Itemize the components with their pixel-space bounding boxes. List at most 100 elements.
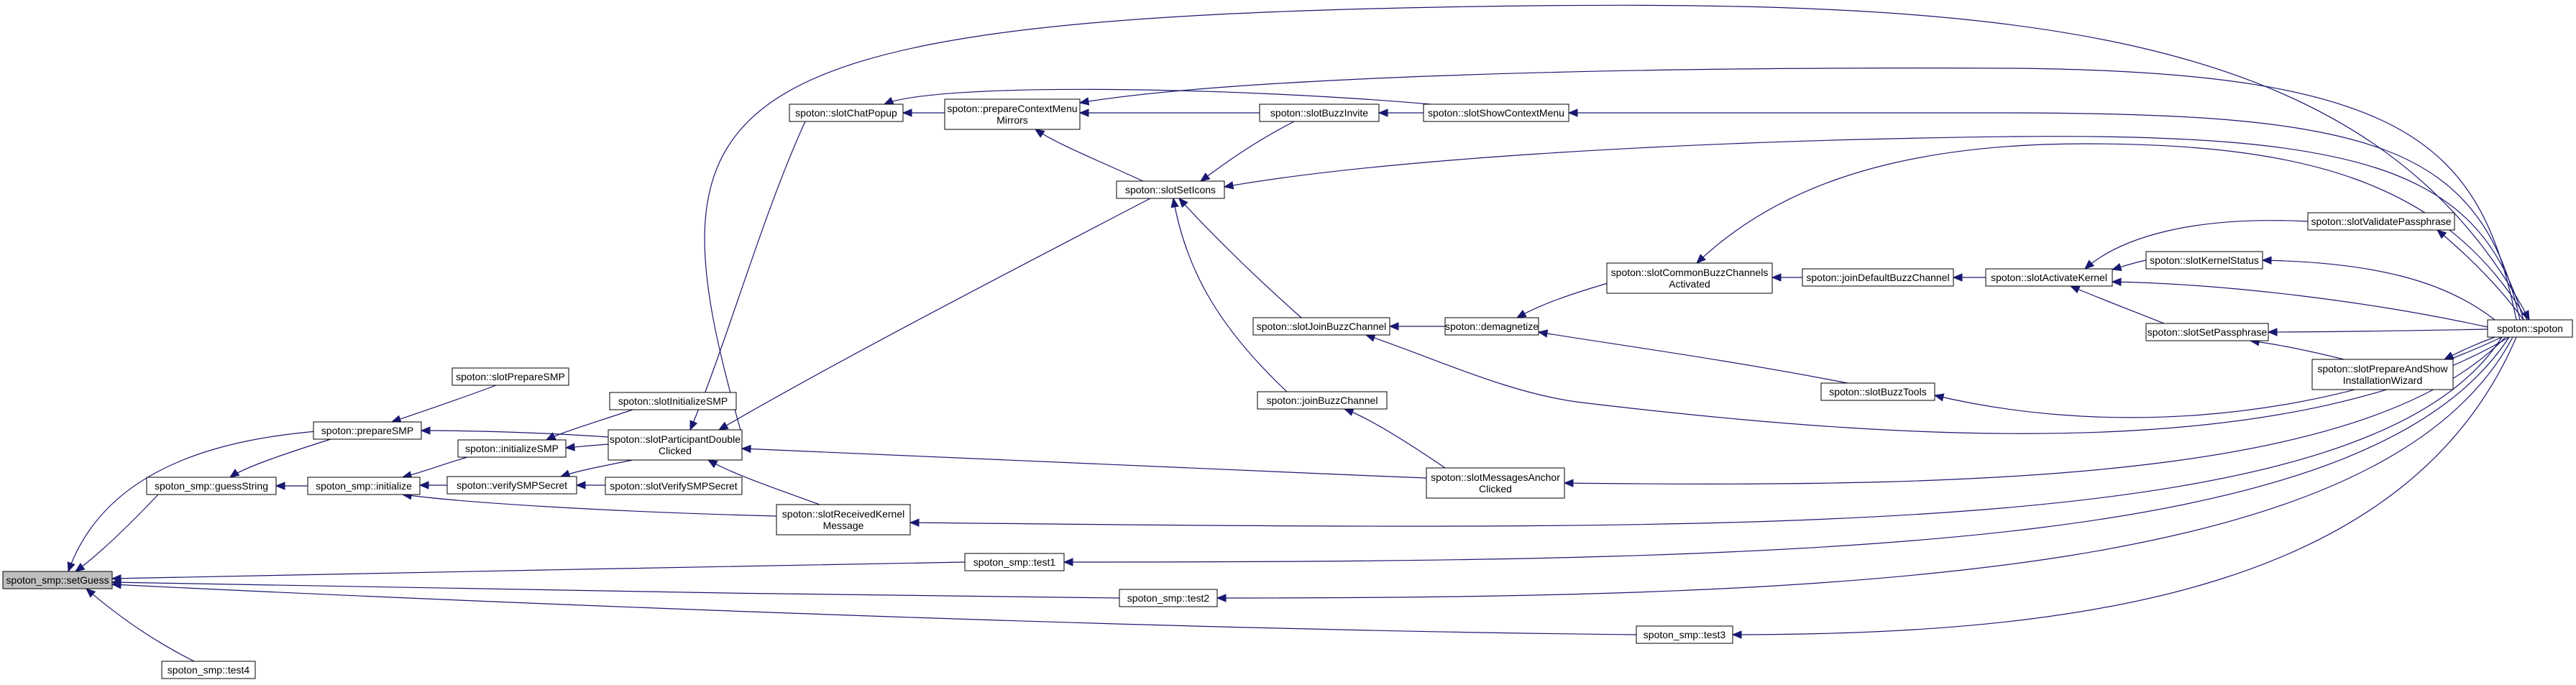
edge-slotParticipantDoubleClicked-to-prepareSMP: [420, 426, 609, 438]
node-prepareSMP[interactable]: spoton::prepareSMP: [313, 421, 422, 440]
arrowhead: [275, 482, 285, 490]
node-slotJoinBuzzChannel[interactable]: spoton::slotJoinBuzzChannel: [1252, 317, 1390, 336]
edge-spoton-to-slotMessagesAnchorClicked: [1563, 336, 2506, 487]
node-slotBuzzInvite[interactable]: spoton::slotBuzzInvite: [1259, 104, 1380, 122]
node-box: [2, 571, 113, 589]
node-test1[interactable]: spoton_smp::test1: [964, 553, 1065, 571]
arrowhead: [229, 469, 240, 478]
node-slotVerifySMPSecret[interactable]: spoton::slotVerifySMPSecret: [605, 477, 743, 495]
node-initializeSMP[interactable]: spoton::initializeSMP: [457, 439, 567, 458]
edge-line: [1365, 334, 2510, 434]
node-box: [605, 477, 743, 495]
node-label: Clicked: [1479, 483, 1512, 495]
node-box: [161, 661, 256, 679]
node-label: spoton::initializeSMP: [465, 443, 559, 454]
edge-line: [229, 438, 331, 478]
node-box: [609, 392, 737, 410]
edge-test4-to-setGuess: [86, 588, 195, 662]
edge-joinBuzzChannel-to-slotSetIcons: [1170, 197, 1288, 392]
node-slotKernelStatus[interactable]: spoton::slotKernelStatus: [2145, 251, 2263, 270]
node-box: [608, 429, 743, 461]
edge-line: [421, 430, 609, 438]
arrowhead: [1771, 273, 1782, 282]
node-label: spoton::slotMessagesAnchor: [1431, 472, 1560, 483]
node-slotSetIcons[interactable]: spoton::slotSetIcons: [1116, 180, 1225, 199]
node-slotPrepareSMP[interactable]: spoton::slotPrepareSMP: [452, 367, 569, 386]
node-slotInitializeSMP[interactable]: spoton::slotInitializeSMP: [609, 392, 737, 410]
node-box: [1636, 625, 1733, 644]
node-label: spoton::slotBuzzInvite: [1270, 107, 1368, 119]
edge-line: [2112, 281, 2488, 328]
arrowhead: [1078, 97, 1090, 106]
node-label: Mirrors: [996, 114, 1028, 126]
arrowhead: [1731, 630, 1742, 639]
edge-spoton-to-slotReceivedKernelMessage: [909, 336, 2503, 527]
edge-slotParticipantDoubleClicked-to-initializeSMP: [564, 443, 609, 451]
arrowhead: [418, 481, 429, 489]
edge-slotReceivedKernelMessage-to-initialize: [401, 491, 777, 517]
edge-line: [111, 561, 966, 579]
arrowhead: [2437, 229, 2447, 239]
node-slotActivateKernel[interactable]: spoton::slotActivateKernel: [1985, 268, 2113, 287]
node-box: [313, 421, 422, 440]
edge-line: [68, 431, 317, 572]
node-label: spoton::slotSetIcons: [1125, 184, 1216, 196]
node-slotChatPopup[interactable]: spoton::slotChatPopup: [789, 104, 904, 122]
edge-slotMessagesAnchorClicked-to-joinBuzzChannel: [1343, 408, 1446, 469]
edge-spoton-to-slotKernelStatus: [2261, 256, 2495, 321]
node-slotValidatePassphrase[interactable]: spoton::slotValidatePassphrase: [2307, 212, 2455, 231]
arrowhead: [1516, 309, 1527, 318]
node-setGuess[interactable]: spoton_smp::setGuess: [2, 571, 113, 589]
node-slotShowContextMenu[interactable]: spoton::slotShowContextMenu: [1423, 104, 1569, 122]
edge-spoton-to-slotSetPassphrase: [2267, 328, 2488, 336]
node-label: spoton::slotActivateKernel: [1991, 272, 2107, 283]
arrowhead: [1216, 594, 1227, 602]
node-test2[interactable]: spoton_smp::test2: [1119, 589, 1218, 607]
arrowhead: [86, 588, 96, 598]
node-label: Clicked: [659, 445, 692, 456]
edge-slotChatPopup-to-slotParticipantDoubleClicked: [689, 121, 806, 431]
node-label: spoton::slotVerifySMPSecret: [610, 480, 738, 492]
arrowhead: [1952, 273, 1963, 282]
edge-demagnetize-to-slotJoinBuzzChannel: [1388, 322, 1446, 331]
arrowhead: [1034, 129, 1045, 138]
node-demagnetize[interactable]: spoton::demagnetize: [1444, 317, 1539, 336]
node-box: [1426, 467, 1565, 499]
edge-prepareSMP-to-setGuess: [67, 431, 317, 573]
node-slotBuzzTools[interactable]: spoton::slotBuzzTools: [1820, 382, 1935, 401]
node-joinDefaultBuzzChannel[interactable]: spoton::joinDefaultBuzzChannel: [1802, 268, 1954, 287]
node-box: [307, 477, 421, 495]
node-test4[interactable]: spoton_smp::test4: [161, 661, 256, 679]
edge-line: [391, 385, 497, 423]
node-box: [1116, 180, 1225, 199]
node-box: [1257, 391, 1388, 410]
arrowhead: [902, 109, 912, 117]
edge-slotCommonBuzzChannelsActivated-to-demagnetize: [1516, 280, 1618, 318]
node-label: spoton::slotBuzzTools: [1829, 386, 1926, 397]
node-joinBuzzChannel[interactable]: spoton::joinBuzzChannel: [1257, 391, 1388, 410]
edge-slotValidatePassphrase-to-slotActivateKernel: [2084, 220, 2309, 270]
node-box: [146, 477, 277, 495]
node-spoton[interactable]: spoton::spoton: [2487, 319, 2573, 338]
node-box: [457, 439, 567, 458]
node-verifySMPSecret[interactable]: spoton::verifySMPSecret: [446, 476, 577, 495]
edge-line: [86, 588, 195, 662]
arrowhead: [1567, 109, 1578, 117]
edge-slotMessagesAnchorClicked-to-slotParticipantDoubleClicked: [741, 444, 1427, 479]
node-label: spoton_smp::test3: [1644, 629, 1726, 640]
edge-line: [707, 459, 820, 505]
arrowhead: [1199, 172, 1211, 182]
node-box: [2487, 319, 2573, 338]
node-slotSetPassphrase[interactable]: spoton::slotSetPassphrase: [2145, 323, 2269, 341]
node-slotPrepareAndShowInstallationWizard[interactable]: spoton::slotPrepareAndShowInstallationWi…: [2311, 359, 2454, 390]
node-initialize[interactable]: spoton_smp::initialize: [307, 477, 421, 495]
node-box: [1252, 317, 1390, 336]
node-guessString[interactable]: spoton_smp::guessString: [146, 477, 277, 495]
node-test3[interactable]: spoton_smp::test3: [1636, 625, 1733, 644]
arrowhead: [2111, 277, 2122, 286]
